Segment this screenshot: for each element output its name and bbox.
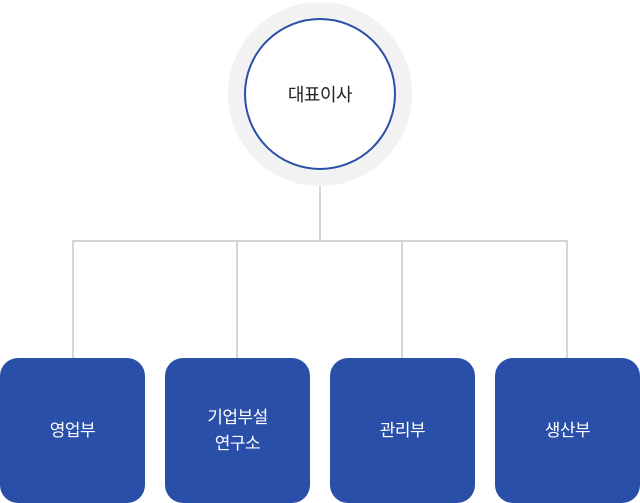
child-node-research: 기업부설 연구소 <box>165 358 310 503</box>
child-node-label: 관리부 <box>379 420 426 441</box>
root-node-label: 대표이사 <box>287 85 353 106</box>
child-node-management: 관리부 <box>330 358 475 503</box>
child-node-production: 생산부 <box>495 358 640 503</box>
root-node-ceo: 대표이사 <box>244 18 396 170</box>
child-node-label: 생산부 <box>544 420 591 441</box>
child-node-label: 영업부 <box>49 420 96 441</box>
child-node-label: 기업부설 연구소 <box>207 407 268 454</box>
child-node-sales: 영업부 <box>0 358 145 503</box>
